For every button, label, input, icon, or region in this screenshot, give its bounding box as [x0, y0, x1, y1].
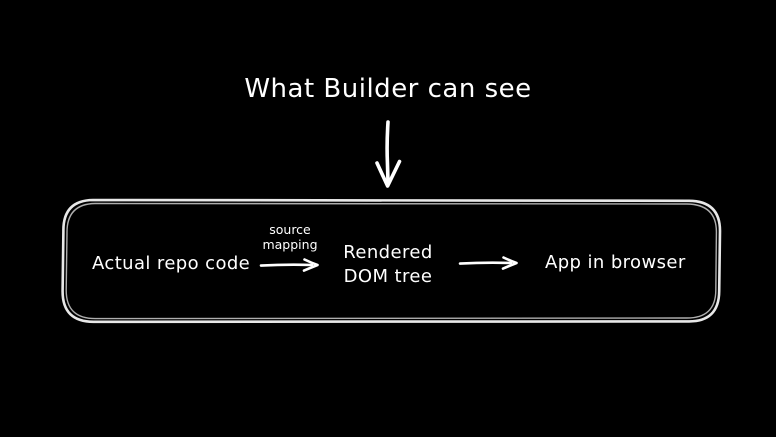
node-label-line: DOM tree — [343, 266, 433, 287]
flow-arrow-icon — [259, 258, 319, 272]
node-label: Actual repo code — [92, 253, 251, 274]
arrow-label-line: mapping — [262, 237, 318, 252]
node-label-line: Rendered — [343, 242, 433, 263]
diagram-title: What Builder can see — [244, 74, 532, 104]
node-rendered-dom-tree: Rendered DOM tree — [328, 241, 448, 289]
container-box — [61, 198, 722, 324]
down-arrow-icon — [375, 120, 402, 188]
flow-arrow-icon — [458, 256, 518, 270]
node-app-in-browser: App in browser — [545, 252, 686, 273]
node-label: App in browser — [545, 252, 686, 273]
node-actual-repo-code: Actual repo code — [92, 253, 250, 274]
arrow-label-source-mapping: source mapping — [249, 222, 331, 252]
arrow-label-line: source — [269, 222, 311, 237]
